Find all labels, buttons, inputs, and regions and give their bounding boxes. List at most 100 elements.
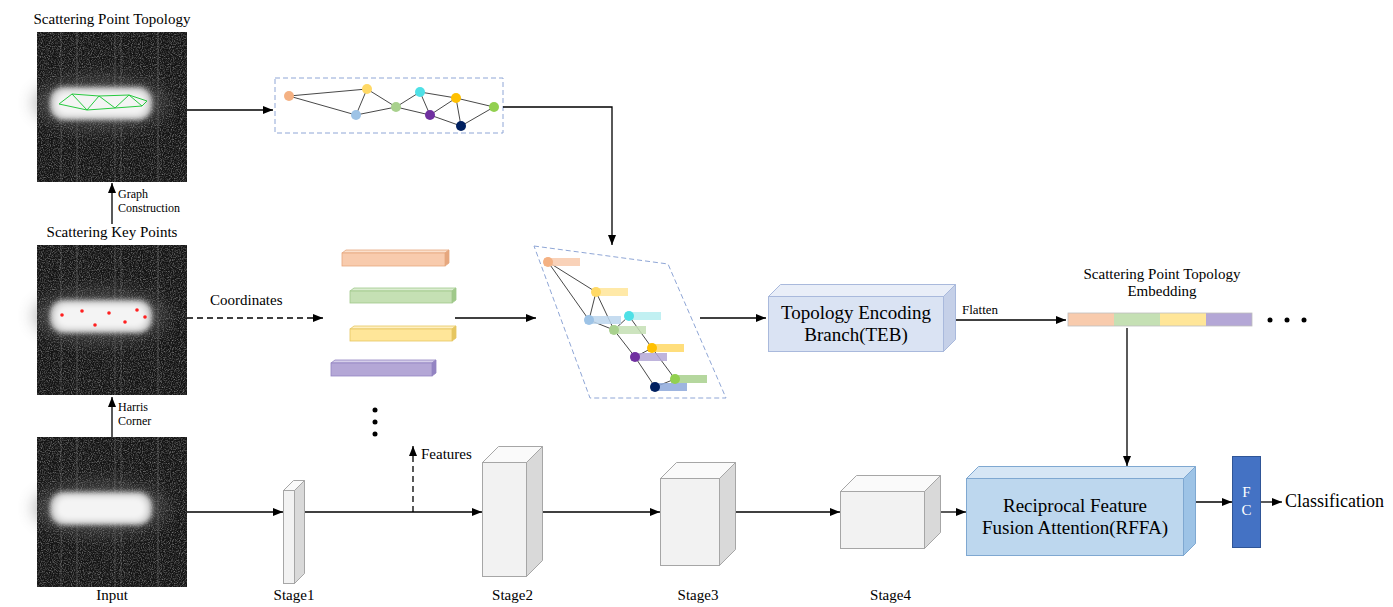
key-point xyxy=(123,320,127,324)
graph-frame xyxy=(275,78,503,133)
box-top-face xyxy=(769,285,956,297)
feature-bars xyxy=(331,250,456,437)
flow-arrow xyxy=(187,109,273,110)
encoding-branch-box: Topology Encoding Branch(TEB) xyxy=(768,284,956,352)
edge-label-wrap: Harris Corner xyxy=(118,401,170,429)
graph-vertex xyxy=(584,315,594,325)
bar-top xyxy=(342,250,449,253)
box-side-face xyxy=(944,285,956,352)
box-label: Reciprocal Feature Fusion Attention(RFFA… xyxy=(978,495,1172,540)
stage-label: Stage3 xyxy=(620,587,776,603)
embedding-segments xyxy=(1068,313,1307,326)
key-point xyxy=(60,313,64,317)
edge-label-wrap: Graph Construction xyxy=(118,188,198,216)
graph-vertex xyxy=(284,91,294,101)
sar-image-node: Scattering Key Points xyxy=(37,224,187,397)
ellipsis-dot xyxy=(373,420,378,425)
box-front-face xyxy=(841,492,925,549)
heading-gap xyxy=(37,241,187,245)
connector-arrow xyxy=(956,319,1066,320)
graph-edge xyxy=(635,357,655,387)
image-area xyxy=(37,245,187,397)
graph-vertex xyxy=(425,110,435,120)
feature-bar xyxy=(631,353,667,361)
stage-label-wrap: Stage2 xyxy=(442,587,583,603)
embedding-outline xyxy=(1068,313,1252,326)
key-point-dots xyxy=(60,308,147,327)
graph-edge xyxy=(289,89,367,96)
stage-label: Stage2 xyxy=(442,587,583,603)
graph-vertex xyxy=(391,102,401,112)
box-side-face xyxy=(1184,467,1196,556)
ellipsis-dot xyxy=(373,408,378,413)
flow-arrow xyxy=(455,317,536,318)
graph-edge xyxy=(289,96,356,115)
edge-label: Graph Construction xyxy=(118,188,198,216)
graph-vertex xyxy=(591,287,601,297)
box-shape xyxy=(482,446,543,577)
image-heading-row: Scattering Point Topology xyxy=(37,11,187,28)
text-label: Features xyxy=(421,446,472,463)
heading-gap xyxy=(37,28,187,32)
graph-vertex xyxy=(609,325,619,335)
box-top-face xyxy=(841,476,941,492)
image-area xyxy=(37,32,187,183)
topology-overlay xyxy=(59,94,147,110)
graph-edge xyxy=(652,348,675,379)
ellipsis-dot xyxy=(373,432,378,437)
backbone-stage: Stage1 xyxy=(283,480,305,584)
embedding-node: Scattering Point Topology Embedding xyxy=(1066,266,1258,328)
backbone-stage: Stage2 xyxy=(482,446,543,577)
dashed-arrow xyxy=(412,446,413,512)
text-label-wrap: Features xyxy=(421,446,472,463)
edge-label-wrap: Flatten xyxy=(962,300,1032,318)
graph-edge xyxy=(356,107,396,115)
bar-side xyxy=(445,250,449,266)
box-face: Topology Encoding Branch(TEB) xyxy=(768,296,944,352)
graph-edge xyxy=(614,330,635,357)
key-point xyxy=(93,323,97,327)
graph-vertex xyxy=(630,352,640,362)
graph-edges xyxy=(289,89,494,126)
embedding-segment xyxy=(1068,313,1114,326)
combined-graph-edges xyxy=(548,262,675,387)
feature-bar xyxy=(651,383,687,391)
box-top-face xyxy=(967,467,1196,479)
box-side-face xyxy=(295,481,305,584)
graph-vertex xyxy=(624,311,634,321)
combined-graph-bars xyxy=(544,258,707,391)
flow-arrow xyxy=(1261,501,1282,502)
box-label: F C xyxy=(1241,484,1253,519)
bar-top xyxy=(350,288,456,291)
text-label-wrap: Coordinates xyxy=(210,292,283,309)
embedding-heading: Scattering Point Topology Embedding xyxy=(1066,266,1258,300)
graph-vertices xyxy=(284,84,499,131)
sar-image-node: Input xyxy=(37,437,187,604)
stage-label-wrap: Stage4 xyxy=(800,587,981,603)
embedding-segment xyxy=(1160,313,1206,326)
fusion-attention-box: Reciprocal Feature Fusion Attention(RFFA… xyxy=(966,466,1196,556)
image-area xyxy=(37,437,187,587)
graph-edge xyxy=(420,92,456,98)
bar-side xyxy=(432,360,436,376)
fc-layer-box: F C xyxy=(1232,456,1261,548)
key-point xyxy=(143,315,147,319)
graph-vertex xyxy=(351,110,361,120)
feature-bar xyxy=(625,312,661,320)
dashed-arrow xyxy=(187,317,323,318)
image-heading: Scattering Point Topology xyxy=(34,11,191,28)
feature-bar xyxy=(592,288,628,296)
connector-arrow xyxy=(736,511,840,512)
box-face: F C xyxy=(1232,456,1261,548)
bar-top xyxy=(331,360,436,363)
stage-label: Stage4 xyxy=(800,587,981,603)
image-heading-row: Input xyxy=(37,587,187,604)
graph-vertex xyxy=(647,343,657,353)
feature-bar xyxy=(544,258,580,266)
connector-arrow xyxy=(111,397,112,437)
graph-vertex xyxy=(650,382,660,392)
graph-edge xyxy=(548,262,596,292)
graph-vertex xyxy=(362,84,372,94)
feature-bar xyxy=(342,253,445,266)
